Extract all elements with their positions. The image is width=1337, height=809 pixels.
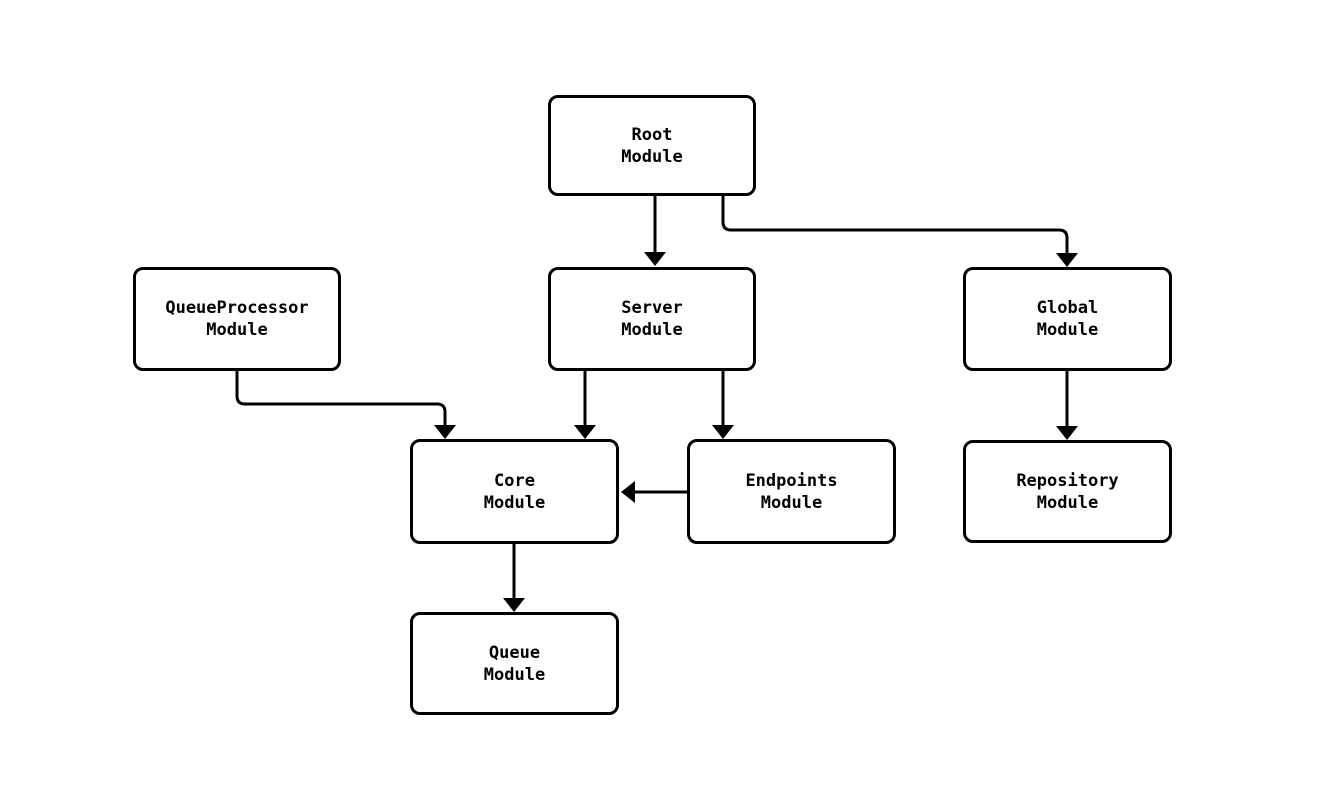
edge-queueprocessor-core bbox=[235, 371, 456, 439]
node-queueprocessor-module-label: QueueProcessor Module bbox=[165, 298, 309, 340]
node-endpoints-module-label: Endpoints Module bbox=[745, 470, 838, 513]
node-queue-module-label: Queue Module bbox=[483, 642, 546, 685]
node-global-module: Global Module bbox=[963, 267, 1172, 371]
node-repository-module: Repository Module bbox=[963, 440, 1172, 543]
edge-root-server bbox=[644, 196, 666, 266]
node-server-module-label: Server Module bbox=[621, 298, 683, 340]
node-repository-module-label: Repository Module bbox=[1016, 470, 1119, 513]
node-server-module: Server Module bbox=[548, 267, 756, 371]
node-queueprocessor-module: QueueProcessor Module bbox=[133, 267, 341, 371]
edge-core-queue bbox=[503, 544, 525, 612]
node-queue-module: Queue Module bbox=[410, 612, 619, 715]
edge-server-core bbox=[574, 371, 596, 439]
edge-server-endpoints bbox=[712, 371, 734, 439]
edge-global-repository bbox=[1056, 371, 1078, 440]
node-endpoints-module: Endpoints Module bbox=[687, 439, 896, 544]
edge-root-global bbox=[721, 196, 1078, 267]
node-global-module-label: Global Module bbox=[1036, 298, 1099, 340]
node-core-module: Core Module bbox=[410, 439, 619, 544]
edge-endpoints-core bbox=[621, 481, 687, 503]
node-core-module-label: Core Module bbox=[483, 470, 546, 513]
node-root-module-label: Root Module bbox=[621, 124, 683, 167]
node-root-module: Root Module bbox=[548, 95, 756, 196]
